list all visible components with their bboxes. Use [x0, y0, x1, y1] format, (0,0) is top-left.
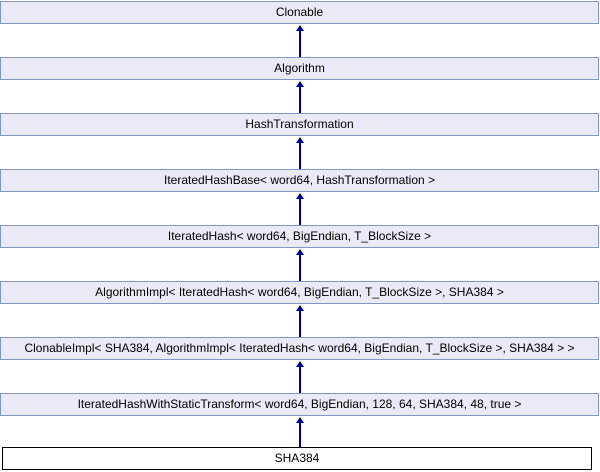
- inheritance-arrow-head: [296, 137, 304, 143]
- inheritance-arrow-head: [296, 417, 304, 423]
- inheritance-arrow-line: [299, 422, 301, 447]
- class-node[interactable]: HashTransformation: [0, 113, 599, 136]
- class-node[interactable]: IteratedHashBase< word64, HashTransforma…: [0, 169, 599, 192]
- inheritance-arrow-line: [299, 30, 301, 57]
- class-node[interactable]: AlgorithmImpl< IteratedHash< word64, Big…: [0, 281, 599, 304]
- class-node[interactable]: IteratedHashWithStaticTransform< word64,…: [0, 393, 599, 416]
- inheritance-arrow-head: [296, 25, 304, 31]
- inheritance-arrow-head: [296, 249, 304, 255]
- inheritance-arrow-head: [296, 361, 304, 367]
- inheritance-arrow-line: [299, 310, 301, 337]
- class-node-current: SHA384: [2, 447, 592, 470]
- inheritance-arrow-line: [299, 198, 301, 225]
- inheritance-arrow-head: [296, 193, 304, 199]
- inheritance-arrow-line: [299, 142, 301, 169]
- class-node[interactable]: Algorithm: [0, 57, 599, 80]
- inheritance-arrow-head: [296, 305, 304, 311]
- inheritance-arrow-head: [296, 81, 304, 87]
- inheritance-arrow-line: [299, 86, 301, 113]
- class-node[interactable]: ClonableImpl< SHA384, AlgorithmImpl< Ite…: [0, 337, 599, 360]
- inheritance-arrow-line: [299, 366, 301, 393]
- class-node[interactable]: Clonable: [0, 1, 599, 24]
- inheritance-arrow-line: [299, 254, 301, 281]
- class-node[interactable]: IteratedHash< word64, BigEndian, T_Block…: [0, 225, 599, 248]
